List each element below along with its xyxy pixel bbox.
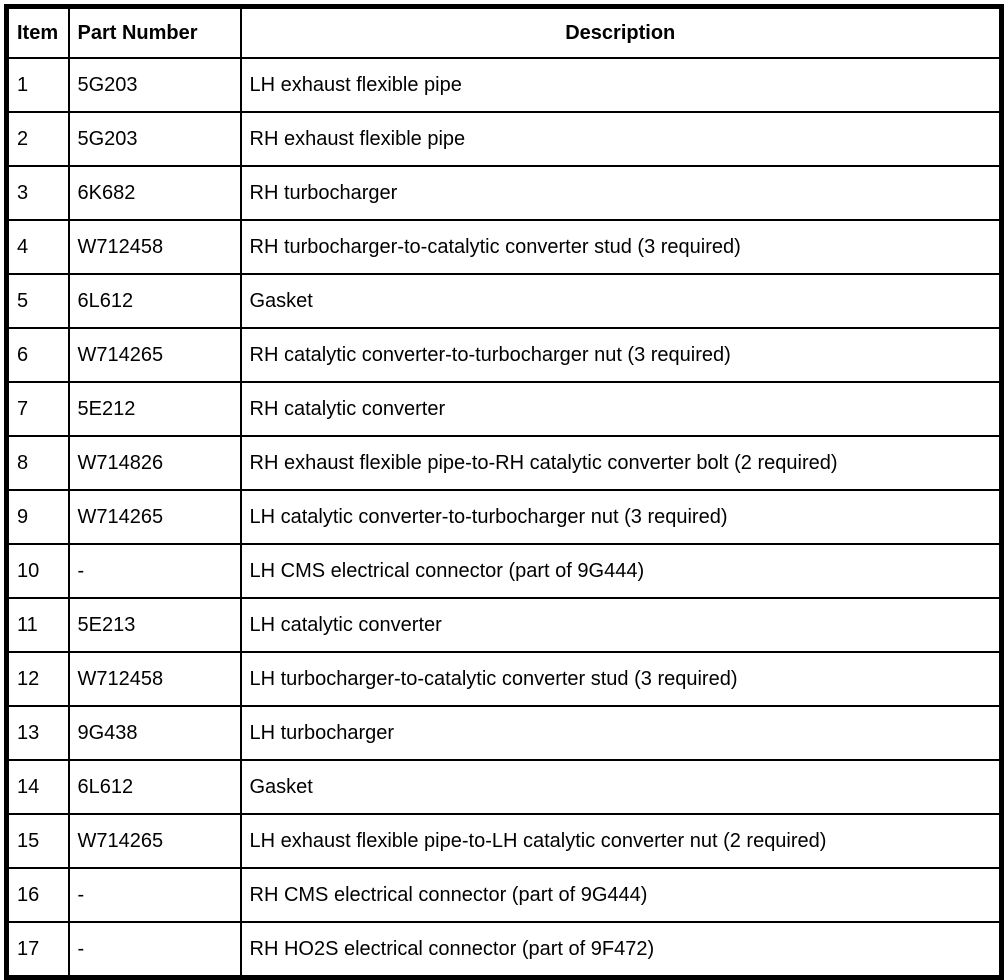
item-cell: 11 bbox=[5, 597, 70, 653]
item-cell: 14 bbox=[5, 759, 70, 815]
item-cell: 10 bbox=[5, 543, 70, 599]
item-cell: 6 bbox=[5, 327, 70, 383]
description-cell: LH catalytic converter-to-turbocharger n… bbox=[239, 489, 1003, 545]
item-cell: 15 bbox=[5, 813, 70, 869]
part-number-cell: - bbox=[67, 921, 242, 979]
description-cell: LH exhaust flexible pipe bbox=[239, 57, 1003, 113]
item-cell: 3 bbox=[5, 165, 70, 221]
part-number-cell: W714826 bbox=[67, 435, 242, 491]
part-number-cell: 5E213 bbox=[67, 597, 242, 653]
description-cell: RH HO2S electrical connector (part of 9F… bbox=[239, 921, 1003, 979]
description-cell: LH turbocharger-to-catalytic converter s… bbox=[239, 651, 1003, 707]
item-cell: 17 bbox=[5, 921, 70, 979]
part-number-cell: - bbox=[67, 867, 242, 923]
description-cell: Gasket bbox=[239, 273, 1003, 329]
description-cell: RH exhaust flexible pipe-to-RH catalytic… bbox=[239, 435, 1003, 491]
description-cell: LH exhaust flexible pipe-to-LH catalytic… bbox=[239, 813, 1003, 869]
item-cell: 4 bbox=[5, 219, 70, 275]
part-number-cell: W712458 bbox=[67, 651, 242, 707]
description-cell: RH turbocharger bbox=[239, 165, 1003, 221]
column-header-item: Item bbox=[5, 5, 70, 59]
part-number-cell: 5G203 bbox=[67, 57, 242, 113]
part-number-cell: W712458 bbox=[67, 219, 242, 275]
part-number-cell: 6K682 bbox=[67, 165, 242, 221]
description-cell: RH CMS electrical connector (part of 9G4… bbox=[239, 867, 1003, 923]
description-cell: RH catalytic converter bbox=[239, 381, 1003, 437]
part-number-cell: 6L612 bbox=[67, 273, 242, 329]
part-number-cell: 9G438 bbox=[67, 705, 242, 761]
description-cell: RH catalytic converter-to-turbocharger n… bbox=[239, 327, 1003, 383]
item-cell: 13 bbox=[5, 705, 70, 761]
part-number-cell: 5E212 bbox=[67, 381, 242, 437]
description-cell: LH catalytic converter bbox=[239, 597, 1003, 653]
item-cell: 2 bbox=[5, 111, 70, 167]
part-number-cell: W714265 bbox=[67, 327, 242, 383]
item-cell: 12 bbox=[5, 651, 70, 707]
description-cell: RH exhaust flexible pipe bbox=[239, 111, 1003, 167]
part-number-cell: W714265 bbox=[67, 489, 242, 545]
table-row: 10-LH CMS electrical connector (part of … bbox=[5, 543, 1003, 599]
part-number-cell: 6L612 bbox=[67, 759, 242, 815]
column-header-description: Description bbox=[239, 5, 1003, 59]
table-row: 17-RH HO2S electrical connector (part of… bbox=[5, 921, 1003, 979]
description-cell: Gasket bbox=[239, 759, 1003, 815]
part-number-cell: 5G203 bbox=[67, 111, 242, 167]
description-cell: LH turbocharger bbox=[239, 705, 1003, 761]
column-header-part-number: Part Number bbox=[67, 5, 242, 59]
description-cell: LH CMS electrical connector (part of 9G4… bbox=[239, 543, 1003, 599]
part-number-cell: - bbox=[67, 543, 242, 599]
part-number-cell: W714265 bbox=[67, 813, 242, 869]
item-cell: 1 bbox=[5, 57, 70, 113]
table-row: 16-RH CMS electrical connector (part of … bbox=[5, 867, 1003, 923]
item-cell: 16 bbox=[5, 867, 70, 923]
item-cell: 9 bbox=[5, 489, 70, 545]
header-row: Item Part Number Description bbox=[5, 5, 1003, 59]
item-cell: 7 bbox=[5, 381, 70, 437]
item-cell: 8 bbox=[5, 435, 70, 491]
description-cell: RH turbocharger-to-catalytic converter s… bbox=[239, 219, 1003, 275]
item-cell: 5 bbox=[5, 273, 70, 329]
